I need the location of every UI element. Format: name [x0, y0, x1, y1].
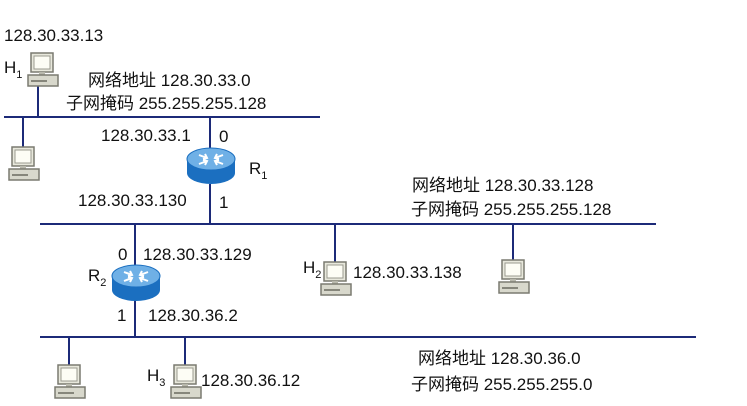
r1-port0-label: 0 [219, 127, 229, 146]
r1-subscript: 1 [261, 170, 268, 182]
net2-address: 网络地址 128.30.33.128 [412, 176, 594, 195]
r2-link-net2 [134, 224, 136, 266]
pc-b-drop [512, 224, 514, 260]
h2-name: H [303, 258, 316, 277]
net2-mask: 子网掩码 255.255.255.128 [411, 200, 612, 219]
r1-name: R [249, 159, 262, 178]
h1-computer-icon [27, 52, 59, 87]
h1-ip-label: 128.30.33.13 [4, 26, 104, 45]
h2-subscript: 2 [315, 269, 322, 281]
h3-name-label: H3 [147, 366, 166, 389]
net3-address: 网络地址 128.30.36.0 [418, 349, 581, 368]
h1-drop [37, 86, 39, 117]
net1-mask: 子网掩码 255.255.255.128 [66, 94, 267, 113]
network-3-bus [40, 336, 696, 338]
network-1-bus [4, 116, 320, 118]
h2-name-label: H2 [303, 258, 322, 281]
pc-b-computer-icon [498, 259, 530, 294]
r2-name: R [88, 266, 101, 285]
network-2-bus [40, 223, 656, 225]
h2-ip-label: 128.30.33.138 [353, 263, 462, 282]
pc-a-computer-icon [8, 146, 40, 181]
h3-ip-label: 128.30.36.12 [201, 371, 301, 390]
r1-name-label: R1 [249, 159, 268, 182]
pc-a-drop [22, 117, 24, 147]
net1-address: 网络地址 128.30.33.0 [88, 71, 251, 90]
h2-drop [334, 224, 336, 262]
r1-link-net2 [209, 184, 211, 224]
net3-mask: 子网掩码 255.255.255.0 [411, 375, 593, 394]
r2-subscript: 2 [100, 277, 107, 289]
h3-name: H [147, 366, 160, 385]
h2-computer-icon [320, 261, 352, 296]
h1-name-label: H1 [4, 58, 23, 81]
h3-computer-icon [170, 364, 202, 399]
r2-name-label: R2 [88, 266, 107, 289]
r1-port0-ip: 128.30.33.1 [101, 126, 191, 145]
r2-port1-ip: 128.30.36.2 [148, 306, 238, 325]
r2-router-icon [111, 264, 161, 301]
r1-router-icon [186, 147, 236, 184]
r1-link-net1 [209, 117, 211, 149]
h1-name: H [4, 58, 17, 77]
r1-port1-label: 1 [219, 193, 229, 212]
h3-drop [184, 337, 186, 365]
r2-link-net3 [134, 296, 136, 337]
pc-c-drop [68, 337, 70, 365]
r1-port1-ip: 128.30.33.130 [78, 191, 187, 210]
r2-port0-label: 0 [118, 245, 128, 264]
pc-c-computer-icon [54, 364, 86, 399]
h3-subscript: 3 [159, 377, 166, 389]
r2-port1-label: 1 [117, 306, 127, 325]
h1-subscript: 1 [16, 69, 23, 81]
r2-port0-ip: 128.30.33.129 [143, 245, 252, 264]
